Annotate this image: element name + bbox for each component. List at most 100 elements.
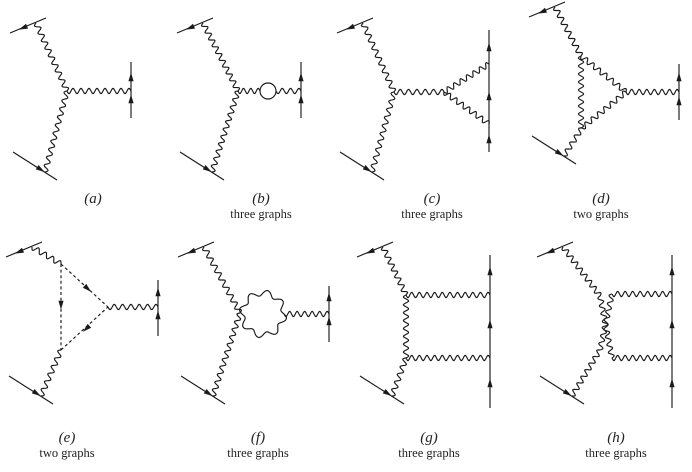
photon-lower — [370, 91, 396, 173]
photon-cross-lower — [581, 90, 627, 130]
fermion-arrow-icon — [326, 292, 332, 302]
fermion-arrow-icon — [362, 165, 372, 172]
panel-d-caption: two graphs — [573, 207, 629, 221]
fermion-arrow-icon — [155, 287, 161, 297]
diagram-g — [356, 241, 493, 408]
panel-b-label: (b) three graphs — [201, 191, 321, 221]
panel-a-tag: (a) — [84, 191, 102, 207]
photon-lower — [563, 127, 583, 157]
fermion-arrow-icon — [486, 134, 492, 144]
photon-right — [275, 87, 302, 95]
diagram-a — [9, 17, 134, 181]
photon-right — [625, 88, 680, 96]
panel-g-label: (g) three graphs — [369, 430, 489, 460]
fermion-arrow-icon — [202, 165, 212, 172]
ghost-line — [60, 263, 109, 308]
photon-right — [237, 87, 261, 95]
photon-upper — [360, 22, 397, 93]
panel-e-caption: two graphs — [39, 446, 95, 460]
photon-right — [393, 88, 445, 96]
photon-lower — [210, 90, 240, 173]
photon-crossed — [597, 295, 615, 359]
photon-crossed — [598, 293, 614, 351]
incoming-fermion-upper — [9, 17, 47, 34]
panel-e-label: (e) two graphs — [7, 430, 127, 460]
fermion-arrow-icon — [487, 266, 493, 276]
incoming-fermion-upper — [528, 1, 566, 18]
panel-b-tag: (b) — [252, 191, 270, 207]
fermion-arrow-icon — [562, 389, 572, 396]
photon-vertex-upper — [443, 62, 490, 94]
photon-lower — [211, 312, 242, 397]
fermion-arrow-icon — [669, 266, 675, 276]
photon-vertical — [577, 55, 585, 129]
panel-c-caption: three graphs — [401, 207, 463, 221]
incoming-fermion-upper — [177, 241, 215, 258]
incoming-fermion-lower — [179, 151, 225, 181]
fermion-arrow-icon — [31, 389, 41, 396]
incoming-fermion-lower — [531, 135, 577, 165]
fermion-arrow-icon — [14, 247, 24, 254]
photon-upper — [552, 6, 584, 57]
panel-d-tag: (d) — [592, 191, 610, 207]
incoming-fermion-lower — [12, 151, 58, 181]
fermion-arrow-icon — [155, 310, 161, 320]
panel-h-label: (h) three graphs — [556, 430, 676, 460]
photon-vertical — [402, 294, 410, 359]
panel-f-caption: three graphs — [227, 446, 289, 460]
fermion-arrow-icon — [298, 94, 304, 104]
photon-lower — [43, 90, 69, 173]
panel-b-caption: three graphs — [230, 207, 292, 221]
incoming-fermion-upper — [356, 241, 394, 258]
incoming-fermion-lower — [8, 375, 54, 405]
fermion-arrow-icon — [676, 96, 682, 106]
photon-lower — [571, 349, 601, 397]
self-energy-loop — [259, 82, 277, 100]
fermion-arrow-icon — [365, 247, 375, 254]
incoming-fermion-lower — [359, 375, 405, 405]
photon-rung-upper — [405, 291, 491, 299]
fermion-arrow-icon — [487, 319, 493, 329]
photon-upper — [561, 246, 602, 297]
photon-rung-lower — [611, 354, 673, 362]
panel-a-label: (a) — [33, 191, 153, 207]
diagram-c — [336, 17, 492, 181]
incoming-fermion-lower — [539, 375, 585, 405]
ghost-line — [60, 306, 109, 351]
incoming-fermion-lower — [180, 375, 226, 405]
fermion-arrow-icon — [487, 378, 493, 388]
panel-f-tag: (f) — [250, 430, 266, 446]
fermion-arrow-icon — [676, 72, 682, 82]
panel-g-caption: three graphs — [398, 446, 460, 460]
fermion-arrow-icon — [545, 247, 555, 254]
incoming-fermion-upper — [5, 241, 43, 258]
fermion-arrow-icon — [554, 149, 564, 156]
ghost-arrow-icon — [58, 300, 64, 310]
ghost-arrow-icon — [82, 323, 92, 332]
fermion-arrow-icon — [537, 7, 547, 14]
photon-right — [66, 87, 132, 95]
fermion-arrow-icon — [185, 23, 195, 30]
ghost-arrow-icon — [82, 283, 92, 292]
diagram-f — [177, 241, 332, 405]
diagram-d — [528, 1, 682, 165]
panel-c-tag: (c) — [423, 191, 441, 207]
fermion-arrow-icon — [486, 42, 492, 52]
photon-cross-upper — [580, 55, 627, 93]
photon-upper — [33, 22, 70, 92]
panel-f-label: (f) three graphs — [198, 430, 318, 460]
fermion-arrow-icon — [669, 319, 675, 329]
panel-d-label: (d) two graphs — [541, 191, 661, 221]
photon-lower — [40, 349, 62, 397]
photon-upper — [200, 22, 241, 92]
diagram-b — [176, 17, 304, 181]
fermion-arrow-icon — [128, 72, 134, 82]
photon-rung-lower — [405, 354, 491, 362]
photon-upper — [380, 246, 409, 296]
photon-upper — [201, 246, 243, 314]
diagram-e — [5, 241, 161, 405]
panel-h-tag: (h) — [607, 430, 625, 446]
panel-h-caption: three graphs — [585, 446, 647, 460]
diagram-h — [536, 241, 675, 408]
